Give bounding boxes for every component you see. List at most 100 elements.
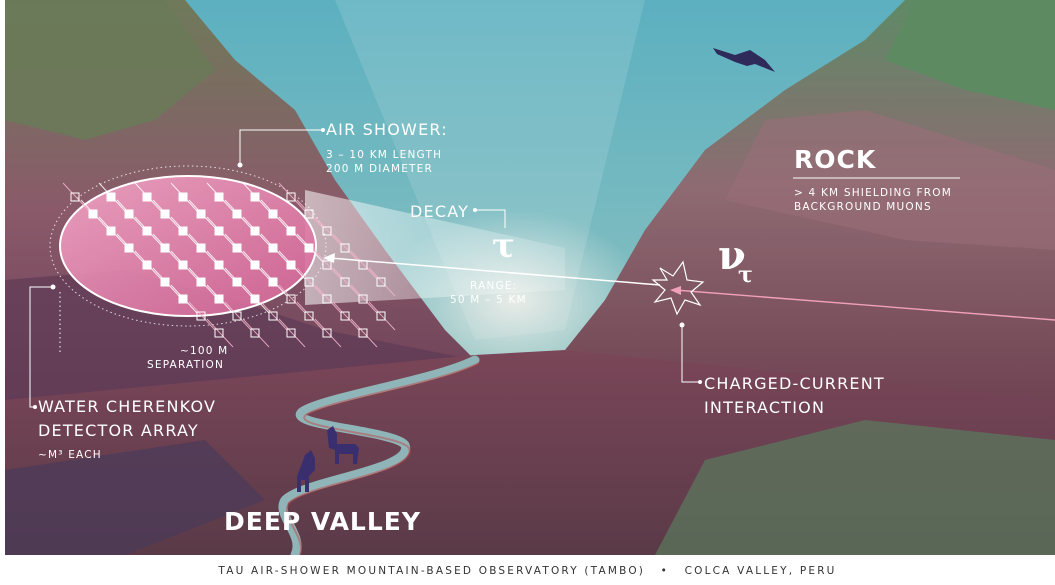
condor-silhouette: [713, 48, 775, 72]
detector-tank: [178, 260, 188, 270]
detector-tank: [322, 226, 332, 236]
air-shower-diameter: 200 M DIAMETER: [326, 163, 433, 175]
interaction-burst: [651, 260, 705, 316]
detector-tank: [88, 209, 98, 219]
decay-leader: [475, 209, 506, 228]
air-shower-outline: [59, 175, 317, 317]
detector-tank: [304, 277, 314, 287]
scene-illustration: [5, 0, 1055, 555]
river: [278, 355, 480, 555]
valley-right-green: [655, 420, 1055, 555]
detector-tank: [70, 192, 80, 202]
detector-tank: [286, 226, 296, 236]
detector-tank: [322, 328, 332, 338]
detector-tank: [286, 328, 296, 338]
neutrino-arrowhead: [670, 286, 681, 295]
range-values: 50 M – 5 KM: [450, 294, 527, 306]
separation-1: ~100 M: [180, 345, 229, 357]
air-shower-halo: [49, 165, 327, 327]
detector-each: ~M³ EACH: [38, 449, 102, 461]
rock-title: ROCK: [794, 145, 877, 174]
detector-title-2: DETECTOR ARRAY: [38, 421, 199, 440]
air-shower-footprint: [60, 176, 316, 316]
detector-tank: [322, 294, 332, 304]
detector-tank: [214, 328, 224, 338]
right-ridge-green: [885, 0, 1055, 110]
detector-tank: [196, 277, 206, 287]
detector-tank: [232, 243, 242, 253]
tau-track-arrowhead: [323, 253, 335, 263]
detector-tank: [358, 294, 368, 304]
detector-tank: [268, 311, 278, 321]
detector-tank: [268, 243, 278, 253]
detector-tank: [250, 226, 260, 236]
decay-label: DECAY: [410, 202, 470, 221]
air-shower-leader: [239, 129, 323, 165]
detector-tank: [286, 192, 296, 202]
rock-desc-1: > 4 KM SHIELDING FROM: [794, 187, 952, 199]
detector-tank: [142, 226, 152, 236]
detector-tank: [376, 311, 386, 321]
detector-tank: [376, 277, 386, 287]
air-shower-title: AIR SHOWER:: [326, 120, 448, 139]
detector-tank: [214, 226, 224, 236]
detector-tank: [214, 192, 224, 202]
detector-tank: [142, 260, 152, 270]
detector-tank: [250, 192, 260, 202]
detector-title-1: WATER CHERENKOV: [38, 397, 217, 416]
detector-tank: [250, 260, 260, 270]
left-ridge-dark: [5, 270, 475, 420]
rock-desc-2: BACKGROUND MUONS: [794, 201, 932, 213]
valley-left-purple: [5, 440, 265, 555]
tau-symbol: τ: [492, 226, 515, 266]
detector-tank: [304, 311, 314, 321]
detector-tank: [322, 260, 332, 270]
detector-tank: [268, 277, 278, 287]
right-ridge-mid: [725, 110, 1055, 250]
detector-tank: [232, 277, 242, 287]
detector-tank: [106, 192, 116, 202]
detector-tank: [214, 294, 224, 304]
detector-tank: [196, 243, 206, 253]
detector-tank: [232, 311, 242, 321]
caption-separator: •: [660, 565, 670, 577]
caption-right: COLCA VALLEY, PERU: [684, 565, 837, 577]
interaction-leader: [681, 325, 700, 383]
caption-left: TAU AIR-SHOWER MOUNTAIN-BASED OBSERVATOR…: [218, 565, 646, 577]
detector-tank: [160, 209, 170, 219]
range-label: RANGE:: [470, 280, 518, 292]
neutrino-track: [674, 289, 1055, 321]
figure-caption: TAU AIR-SHOWER MOUNTAIN-BASED OBSERVATOR…: [0, 558, 1055, 585]
detector-leader: [29, 286, 53, 408]
detector-tank: [214, 260, 224, 270]
detector-tank: [160, 277, 170, 287]
left-ridge-green: [5, 0, 215, 140]
detector-tank: [196, 311, 206, 321]
detector-tank: [250, 328, 260, 338]
detector-tank: [304, 209, 314, 219]
detector-tank: [142, 192, 152, 202]
detector-tank: [358, 328, 368, 338]
charged-current-2: INTERACTION: [704, 398, 826, 417]
separation-2: SEPARATION: [147, 359, 225, 371]
tau-track: [329, 257, 661, 286]
detector-tank: [340, 243, 350, 253]
detector-tank: [124, 243, 134, 253]
detector-tank: [178, 192, 188, 202]
detector-tank: [196, 209, 206, 219]
detector-tank: [340, 311, 350, 321]
detector-tank: [304, 243, 314, 253]
llama-silhouettes: [297, 426, 359, 492]
detector-tank: [268, 209, 278, 219]
detector-tank: [124, 209, 134, 219]
detector-tank: [286, 260, 296, 270]
detector-tank: [250, 294, 260, 304]
detector-tank: [106, 226, 116, 236]
river-bank: [286, 362, 480, 555]
nu-symbol: ν: [718, 232, 746, 279]
detector-array: [62, 182, 396, 348]
detector-tank: [340, 277, 350, 287]
detector-tank: [160, 243, 170, 253]
detector-tank: [178, 226, 188, 236]
charged-current-1: CHARGED-CURRENT: [704, 374, 885, 393]
